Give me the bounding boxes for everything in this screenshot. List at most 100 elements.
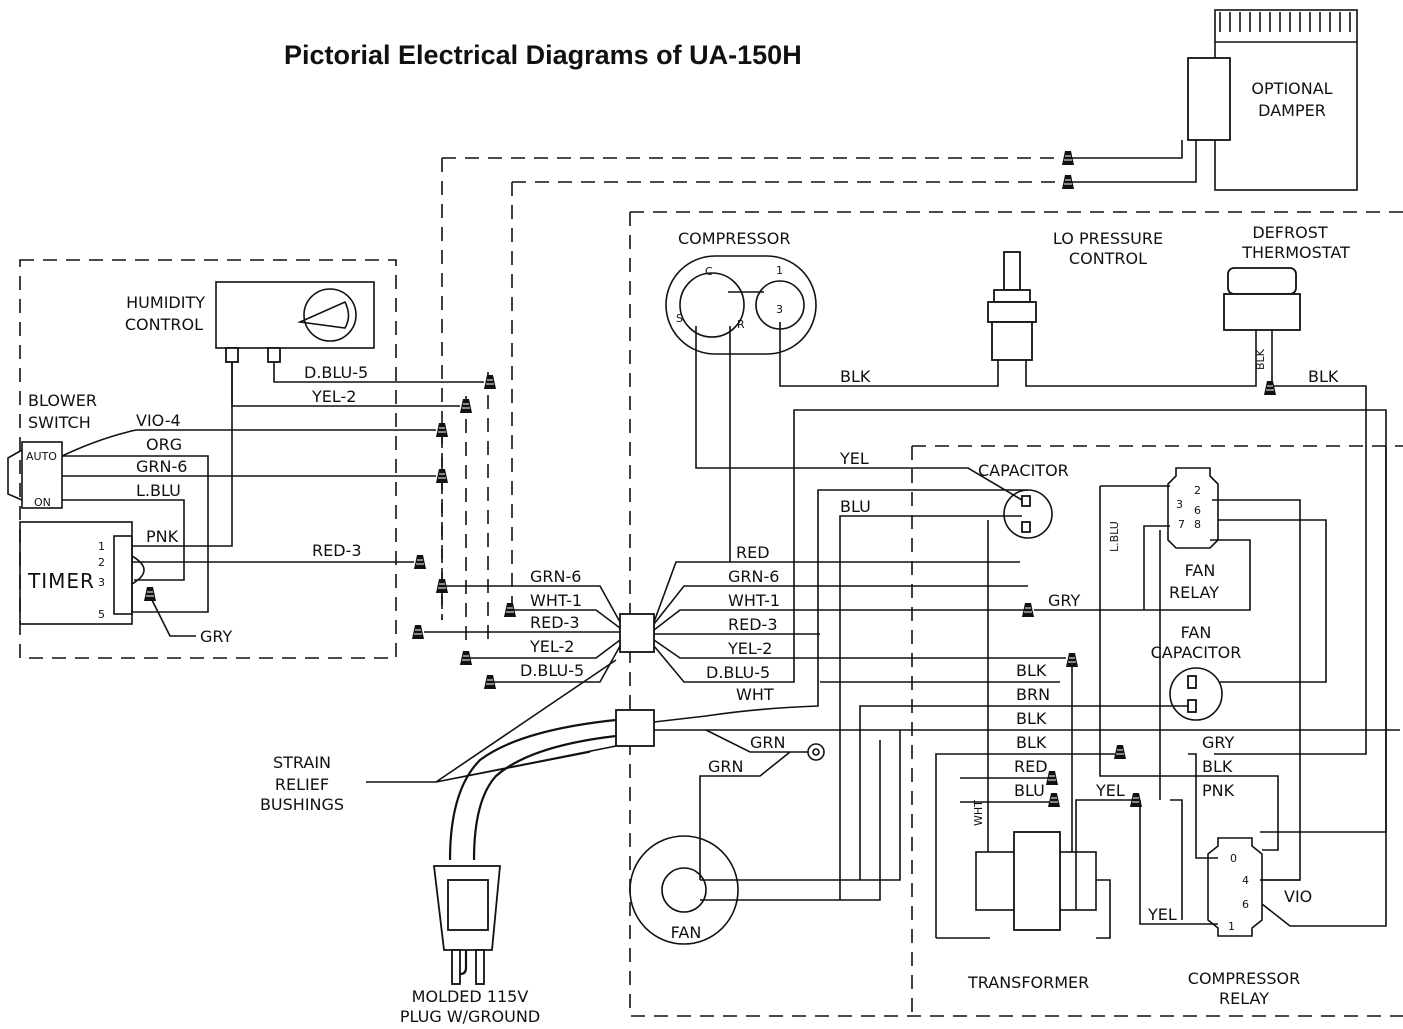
label-yel-relay: YEL [1147,905,1177,924]
label-pnk-right: PNK [1202,781,1235,800]
strain-label-3: BUSHINGS [260,795,344,814]
fan-capacitor: FAN CAPACITOR [1151,623,1242,721]
unit-label-dblu5: D.BLU-5 [706,663,770,682]
fan-capacitor-label-2: CAPACITOR [1151,643,1242,662]
label-gry-right: GRY [1202,733,1234,752]
label-brn: BRN [1016,685,1050,704]
fan: FAN [629,835,739,945]
harness-label-wht1: WHT-1 [530,591,582,610]
humidity-control: HUMIDITY CONTROL [125,281,375,363]
wire-label-gry-left: GRY [200,627,232,646]
pin-3: 3 [776,303,783,316]
unit-label-yel2: YEL-2 [727,639,772,658]
label-blk-1: BLK [1016,661,1047,680]
fan-relay-pin-7: 7 [1178,518,1185,531]
wire-label-dblu5: D.BLU-5 [304,363,368,382]
defrost-wire-blk: BLK [1254,348,1267,370]
comp-relay-pin-0: 0 [1230,852,1237,865]
label-blk-3: BLK [1016,733,1047,752]
electrical-box-wires: GRY L.BLU BLK BRN BLK BLK WHT RED BLU YE… [700,446,1387,939]
label-blu-cap: BLU [840,497,871,516]
timer-label: TIMER [27,569,95,593]
wire-label-org: ORG [146,435,182,454]
top-label-blk-1: BLK [840,367,871,386]
humidity-label-1: HUMIDITY [126,293,205,312]
label-blk-right: BLK [1202,757,1233,776]
plug-label-1: MOLDED 115V [412,987,529,1006]
unit-enclosure [629,211,1403,1017]
timer-pin-5: 5 [98,608,105,621]
label-blk-2: BLK [1016,709,1047,728]
comp-relay-pin-4: 4 [1242,874,1249,887]
blower-switch: BLOWER SWITCH AUTO ON [7,391,97,509]
label-wht-trans: WHT [972,800,985,826]
unit-label-wht1: WHT-1 [728,591,780,610]
timer-pin-1: 1 [98,540,105,553]
label-blu-trans: BLU [1014,781,1045,800]
pin-c: C [705,265,713,278]
strain-relief-bushings: STRAIN RELIEF BUSHINGS [260,613,655,814]
power-plug: MOLDED 115V PLUG W/GROUND [400,718,617,1026]
harness-label-red3: RED-3 [530,613,580,632]
harness-wires: GRN-6 WHT-1 RED-3 YEL-2 D.BLU-5 [424,567,621,690]
wire-label-vio4: VIO-4 [136,411,181,430]
label-red-trans: RED [1014,757,1048,776]
fan-relay-pin-8: 8 [1194,518,1201,531]
lo-pressure-label-1: LO PRESSURE [1053,229,1163,248]
defrost-thermostat: DEFROST THERMOSTAT BLK [1223,223,1350,370]
strain-label-1: STRAIN [273,753,331,772]
compressor-label: COMPRESSOR [678,229,790,248]
comp-relay-pin-1: 1 [1228,920,1235,933]
switch-on: ON [34,496,51,509]
harness-label-yel2: YEL-2 [529,637,574,656]
comp-relay-label-1: COMPRESSOR [1188,969,1300,988]
label-yel-trans: YEL [1095,781,1125,800]
harness-label-grn6: GRN-6 [530,567,581,586]
fan-relay-label-1: FAN [1185,561,1216,580]
comp-relay-pin-6: 6 [1242,898,1249,911]
fan-label: FAN [671,923,702,942]
timer-pin-3: 3 [98,576,105,589]
page-title: Pictorial Electrical Diagrams of UA-150H [284,40,802,70]
pin-r: R [737,318,745,331]
transformer: TRANSFORMER [967,831,1097,992]
plug-label-2: PLUG W/GROUND [400,1007,540,1026]
capacitor: CAPACITOR [978,461,1069,539]
fan-capacitor-label-1: FAN [1181,623,1212,642]
label-vio: VIO [1284,887,1312,906]
electrical-box-enclosure [911,445,1403,1016]
pin-s: S [676,312,683,325]
optional-damper: OPTIONAL DAMPER [1187,9,1358,191]
transformer-label: TRANSFORMER [967,973,1089,992]
defrost-label-2: THERMOSTAT [1241,243,1350,262]
lo-pressure-label-2: CONTROL [1069,249,1147,268]
wire-label-yel2: YEL-2 [311,387,356,406]
unit-wires: RED GRN-6 WHT-1 RED-3 YEL-2 D.BLU-5 WHT … [653,409,1400,880]
label-lblu-relay: L.BLU [1108,521,1121,552]
capacitor-label: CAPACITOR [978,461,1069,480]
compressor-wires: BLK BLK YEL BLU [695,322,1367,900]
strain-label-2: RELIEF [275,775,329,794]
timer-pin-2: 2 [98,556,105,569]
fan-relay-pin-3: 3 [1176,498,1183,511]
harness-label-dblu5: D.BLU-5 [520,661,584,680]
top-label-blk-2: BLK [1308,367,1339,386]
defrost-label-1: DEFROST [1252,223,1328,242]
pin-1: 1 [776,264,783,277]
compressor-relay: 0 4 6 1 COMPRESSOR RELAY [1188,837,1300,1008]
fan-relay: 2 3 6 7 8 FAN RELAY [1167,467,1219,602]
humidity-label-2: CONTROL [125,315,203,334]
control-panel-wires: D.BLU-5 YEL-2 VIO-4 ORG GRN-6 L.BLU PNK … [61,362,497,646]
unit-label-grn-2: GRN [708,757,743,776]
compressor: COMPRESSOR C S R 1 3 [665,229,817,355]
switch-auto: AUTO [26,450,57,463]
control-panel-enclosure [19,259,397,659]
wire-label-pnk: PNK [146,527,179,546]
unit-label-red: RED [736,543,770,562]
label-gry-relay: GRY [1048,591,1080,610]
wire-label-red3-left: RED-3 [312,541,362,560]
unit-label-grn6: GRN-6 [728,567,779,586]
label-yel-cap: YEL [839,449,869,468]
damper-label-2: DAMPER [1258,101,1326,120]
